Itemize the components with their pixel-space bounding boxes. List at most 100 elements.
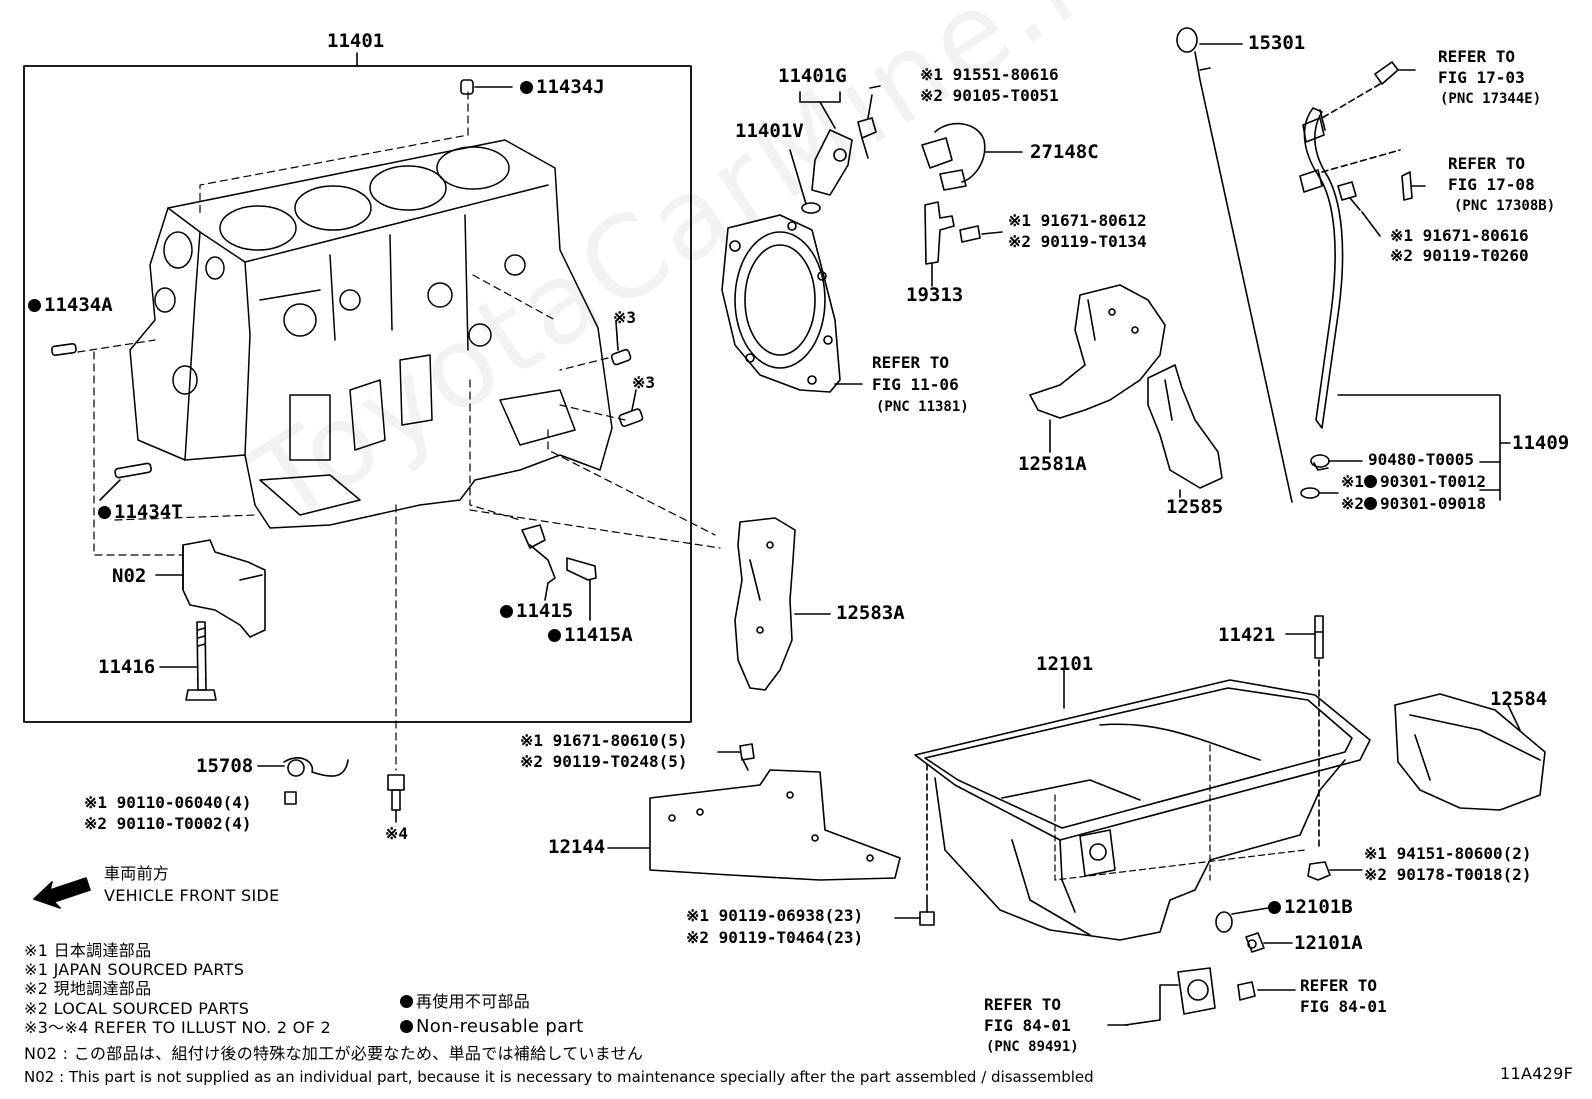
- block-dashed-guides: [77, 91, 721, 771]
- bolt-11401G-2[interactable]: ※2 90105-T0051: [920, 86, 1059, 105]
- label-11434J[interactable]: 11434J: [520, 78, 605, 97]
- label-12101B[interactable]: 12101B: [1268, 898, 1353, 917]
- label-N02[interactable]: N02: [112, 565, 147, 587]
- legend-3: ※2 現地調達部品: [24, 979, 152, 998]
- label-11401[interactable]: 11401: [327, 30, 385, 52]
- label-11401V[interactable]: 11401V: [735, 120, 804, 142]
- nonreusable-dot: [1364, 475, 1378, 488]
- front-label-jp: 車両前方: [104, 864, 170, 883]
- n02-note-en: N02 : This part is not supplied as an in…: [24, 1068, 1094, 1086]
- nonreusable-dot: [548, 629, 561, 642]
- label-12581A[interactable]: 12581A: [1018, 453, 1087, 475]
- legend-5: ※3～※4 REFER TO ILLUST NO. 2 OF 2: [24, 1018, 331, 1037]
- label-11421[interactable]: 11421: [1218, 624, 1276, 646]
- oil-level-sensor: [1124, 967, 1256, 1026]
- sub-11409-a[interactable]: 90480-T0005: [1368, 450, 1474, 469]
- bolt-guide-1[interactable]: ※1 91671-80616: [1390, 226, 1529, 245]
- label-15708[interactable]: 15708: [196, 755, 254, 777]
- bolt-note4: [387, 774, 405, 811]
- dipstick-guide-11409: [1299, 107, 1344, 429]
- figure-code: 11A429F: [1500, 1064, 1574, 1083]
- nut-pan-1[interactable]: ※1 94151-80600(2): [1364, 844, 1532, 863]
- nut-pan-2[interactable]: ※2 90178-T0018(2): [1364, 865, 1532, 884]
- bolt-11401G-1[interactable]: ※1 91551-80616: [920, 65, 1059, 84]
- label-12144[interactable]: 12144: [548, 836, 606, 858]
- nonreusable-dot: [98, 506, 111, 519]
- bolt-12144-2[interactable]: ※2 90119-T0248(5): [520, 752, 688, 771]
- label-11415[interactable]: 11415: [500, 602, 573, 621]
- bolt-guide-2[interactable]: ※2 90119-T0260: [1390, 246, 1529, 265]
- grommet: [1310, 454, 1330, 471]
- bearing-cap-N02: [182, 539, 266, 638]
- legend-4: ※2 LOCAL SOURCED PARTS: [24, 999, 250, 1018]
- label-12583A[interactable]: 12583A: [836, 602, 905, 624]
- bolt-12144: [739, 743, 755, 771]
- label-12584[interactable]: 12584: [1490, 688, 1548, 710]
- label-note3-a: ※3: [613, 308, 637, 327]
- pin-11434T: [114, 462, 152, 479]
- bolt-15708-1[interactable]: ※1 90110-06040(4): [84, 793, 252, 812]
- seal-retainer: [721, 214, 841, 393]
- ref-17-03-b[interactable]: FIG 17-03: [1438, 68, 1525, 87]
- bolt-19313-1[interactable]: ※1 91671-80612: [1008, 211, 1147, 230]
- sensor-27148C: [921, 122, 986, 191]
- label-note3-b: ※3: [632, 373, 656, 392]
- bolt-11416: [185, 621, 217, 701]
- vehicle-front-arrow: [33, 877, 91, 909]
- nonreusable-dot: [1268, 901, 1281, 914]
- bolt-15708-2[interactable]: ※2 90110-T0002(4): [84, 814, 252, 833]
- ref-17-08-a[interactable]: REFER TO: [1448, 154, 1526, 173]
- sensor-11401G: [801, 117, 877, 214]
- ref-17-08-c: (PNC 17308B): [1454, 198, 1556, 214]
- plug-12101A: [1245, 932, 1265, 953]
- insulator-12583A: [734, 517, 796, 691]
- nonreusable-jp: 再使用不可部品: [400, 994, 530, 1010]
- bolt-pan-1[interactable]: ※1 90119-06938(23): [686, 906, 864, 925]
- dipstick-15301: [1176, 27, 1293, 503]
- label-27148C[interactable]: 27148C: [1030, 141, 1099, 163]
- n02-note-jp: N02 : この部品は、組付け後の特殊な加工が必要なため、単品では補給していませ…: [24, 1044, 644, 1063]
- nonreusable-dot: [400, 1020, 413, 1033]
- label-11401G[interactable]: 11401G: [778, 65, 847, 87]
- pipe-17-08: [1401, 171, 1413, 201]
- plug-11434J: [460, 79, 474, 95]
- bolt-11415A: [566, 557, 597, 581]
- legend-2: ※1 JAPAN SOURCED PARTS: [24, 960, 245, 979]
- nonreusable-dot: [520, 81, 533, 94]
- ref-84-01-a[interactable]: REFER TO: [984, 995, 1062, 1014]
- ref-84-01-b[interactable]: FIG 84-01: [984, 1016, 1071, 1035]
- cylinder-block-drawing: [129, 139, 613, 529]
- label-12101A[interactable]: 12101A: [1294, 932, 1363, 954]
- bolt-19313-2[interactable]: ※2 90119-T0134: [1008, 232, 1147, 251]
- ref-84-01-r-a[interactable]: REFER TO: [1300, 976, 1378, 995]
- label-12585[interactable]: 12585: [1166, 496, 1224, 518]
- ref-11-06-b[interactable]: FIG 11-06: [872, 375, 959, 394]
- nonreusable-en: Non-reusable part: [400, 1018, 584, 1036]
- hose-17-03: [1374, 61, 1399, 85]
- bolt-12144-1[interactable]: ※1 91671-80610(5): [520, 731, 688, 750]
- label-12101[interactable]: 12101: [1036, 653, 1094, 675]
- bolt-guide: [1337, 181, 1361, 211]
- label-11409[interactable]: 11409: [1512, 432, 1570, 454]
- stud-11421: [1314, 615, 1324, 659]
- nut-pan: [1307, 861, 1331, 881]
- label-11415A[interactable]: 11415A: [548, 626, 633, 645]
- ref-17-08-b[interactable]: FIG 17-08: [1448, 175, 1535, 194]
- ref-11-06-a[interactable]: REFER TO: [872, 353, 950, 372]
- ref-84-01-r-b[interactable]: FIG 84-01: [1300, 997, 1387, 1016]
- insulator-12581A: [1029, 284, 1166, 419]
- label-11434T[interactable]: 11434T: [98, 503, 183, 522]
- label-15301[interactable]: 15301: [1248, 32, 1306, 54]
- pin-note3-b: [618, 408, 644, 428]
- ref-17-03-a[interactable]: REFER TO: [1438, 47, 1516, 66]
- ref-84-01-c: (PNC 89491): [986, 1039, 1079, 1055]
- label-11416[interactable]: 11416: [98, 656, 156, 678]
- bolt-pan-2[interactable]: ※2 90119-T0464(23): [686, 928, 864, 947]
- baffle-12144: [649, 769, 901, 881]
- label-11434A[interactable]: 11434A: [28, 296, 113, 315]
- label-19313[interactable]: 19313: [906, 284, 964, 306]
- nonreusable-dot: [400, 995, 413, 1008]
